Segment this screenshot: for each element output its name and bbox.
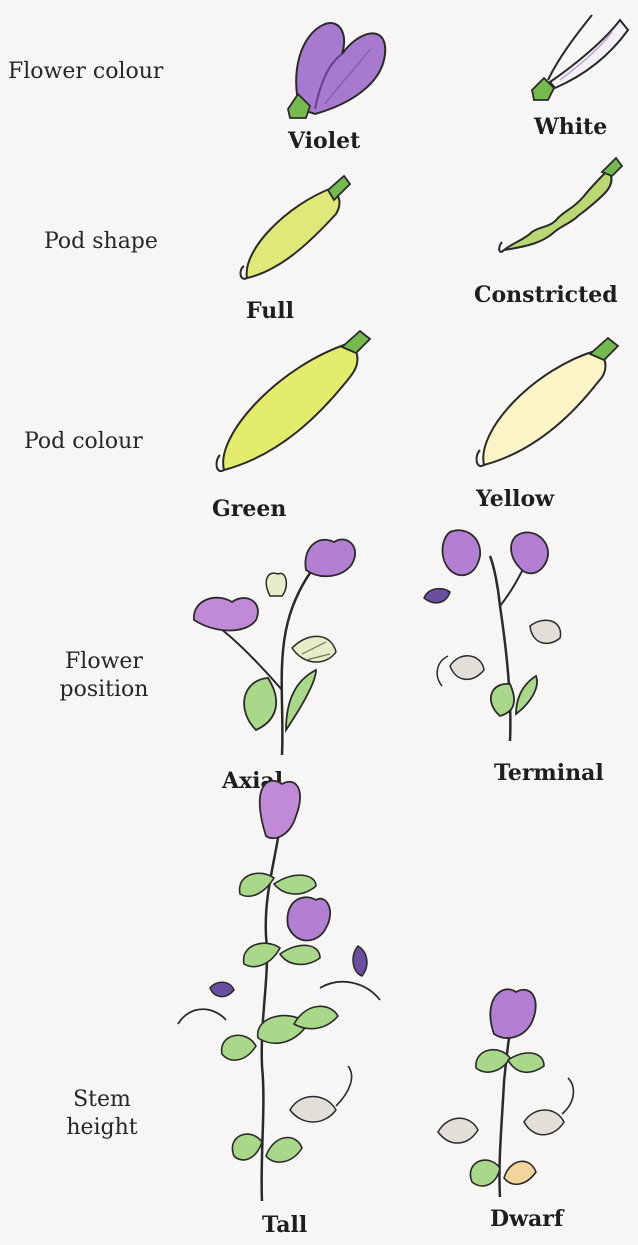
yellow-pod-icon: [470, 330, 630, 480]
white-flower-icon: [520, 10, 638, 110]
tall-plant-icon: [170, 776, 400, 1206]
trait-label-line-2: height: [52, 1114, 152, 1142]
caption-white: White: [534, 114, 607, 140]
caption-dwarf: Dwarf: [490, 1206, 563, 1232]
trait-label-flower-position: Flower position: [44, 648, 164, 704]
green-pod-icon: [210, 325, 380, 485]
caption-terminal: Terminal: [494, 760, 604, 786]
axial-plant-icon: [186, 530, 366, 760]
caption-green: Green: [212, 496, 286, 522]
caption-tall: Tall: [262, 1212, 307, 1238]
violet-flower-icon: [270, 14, 400, 124]
trait-label-pod-shape: Pod shape: [44, 228, 158, 256]
terminal-plant-icon: [420, 526, 590, 746]
trait-label-stem-height: Stem height: [52, 1086, 152, 1142]
caption-violet: Violet: [288, 128, 360, 154]
full-pod-icon: [232, 170, 362, 290]
caption-constricted: Constricted: [474, 282, 618, 308]
trait-label-flower-colour: Flower colour: [8, 58, 163, 86]
trait-label-pod-colour: Pod colour: [24, 428, 143, 456]
constricted-pod-icon: [496, 150, 626, 265]
trait-label-line-1: Flower: [44, 648, 164, 676]
trait-label-line-1: Stem: [52, 1086, 152, 1114]
caption-yellow: Yellow: [476, 486, 554, 512]
caption-full: Full: [246, 298, 294, 324]
dwarf-plant-icon: [420, 982, 590, 1202]
trait-label-line-2: position: [44, 676, 164, 704]
